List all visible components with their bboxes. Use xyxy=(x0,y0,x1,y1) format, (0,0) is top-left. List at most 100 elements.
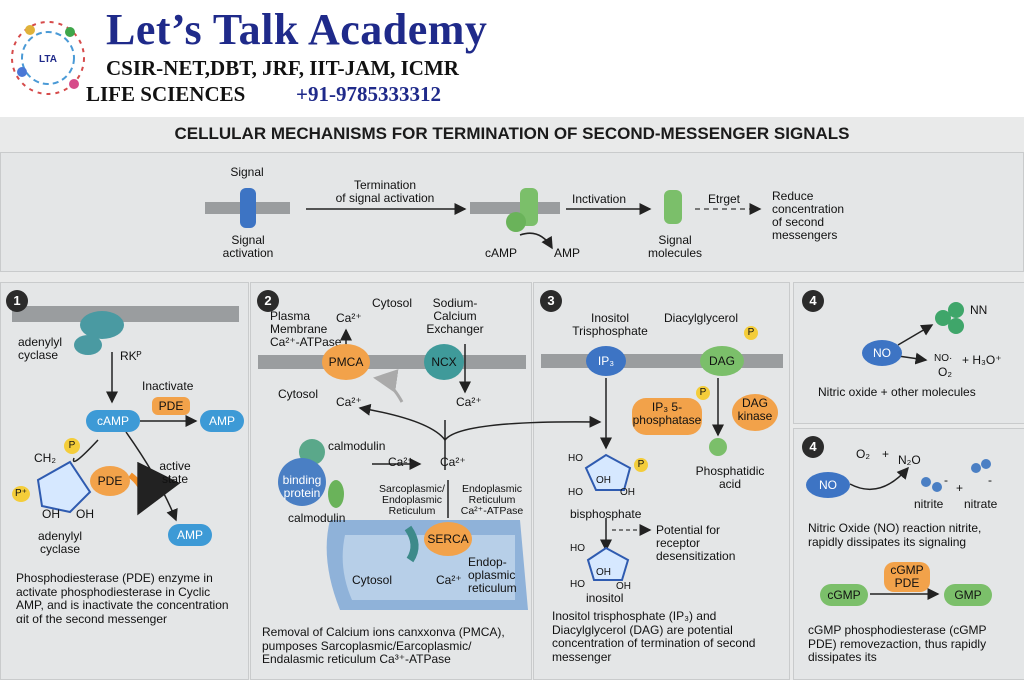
panel-3-oh-5: OH xyxy=(616,581,631,592)
panel-1-description: Phosphodiesterase (PDE) enzyme in activa… xyxy=(16,571,229,626)
main-title: CELLULAR MECHANISMS FOR TERMINATION OF S… xyxy=(174,124,850,143)
panel-3-phosphate-dag-lower: P xyxy=(696,386,710,400)
overview-termination: Termination of signal activation xyxy=(335,178,435,205)
panel-1-number: 1 xyxy=(6,290,28,312)
panel-4b-plus: + xyxy=(882,447,890,461)
panel-2-ca-mid-1: Ca²⁺ xyxy=(388,455,414,469)
panel-2-number: 2 xyxy=(257,290,279,312)
receptor-green-icon xyxy=(520,188,538,226)
panel-1-camp: cAMP xyxy=(86,410,140,432)
panel-1-amp: AMP xyxy=(200,410,244,432)
overview-inctivation: Inctivation xyxy=(572,192,627,206)
panel-3-inositol-trisphosphate: Inositol Trisphosphate xyxy=(572,311,648,338)
overview-camp: cAMP xyxy=(485,246,518,260)
nitrate-icon xyxy=(971,463,981,473)
panel-4a-no: NO xyxy=(862,340,902,366)
overview-etrget: Etrget xyxy=(708,192,741,206)
panel-3-ho-2: HO xyxy=(568,487,583,498)
panel-2-endoplasmic-reticulum: Endop- oplasmic reticulum xyxy=(468,555,517,595)
panel-1-ch2: CH₂ xyxy=(34,451,56,465)
panel-4b-description-2: cGMP phosphodiesterase (cGMP PDE) remove… xyxy=(808,623,987,664)
panel-2-pmca: PMCA xyxy=(322,344,370,380)
panel-4b-description-1: Nitric Oxide (NO) reaction nitrite, rapi… xyxy=(808,521,982,549)
binding-protein-icon xyxy=(278,458,326,506)
panel-3-oh-3: OH xyxy=(620,487,635,498)
panel-3-dag-kinase: DAG kinase xyxy=(732,394,778,431)
panel-2-sodium-calcium: Sodium- Calcium Exchanger xyxy=(426,296,484,336)
svg-text:LTA: LTA xyxy=(39,54,57,65)
panel-2-description: Removal of Calcium ions canxxonva (PMCA)… xyxy=(262,625,505,666)
panel-2-serca: SERCA xyxy=(424,522,472,556)
panel-4a-number: 4 xyxy=(802,290,824,312)
panel-1-inactivate: Inactivate xyxy=(142,379,194,393)
panel-3-phosphate-ring: P xyxy=(634,458,648,472)
panel-3-oh-4: OH xyxy=(596,567,611,578)
panel-2-ca-ncx: Ca²⁺ xyxy=(456,395,482,409)
panel-4b-minus-1: - xyxy=(944,473,948,487)
overview-signal-activation: Signal activation xyxy=(222,233,274,260)
panel-2-endoplasmic: Endoplasmic Reticulum Ca²⁺-ATPase xyxy=(460,483,524,517)
overview-signal: Signal xyxy=(230,165,264,179)
panel-4a-h3o: + H₃O⁺ xyxy=(962,353,1002,367)
panel-2-cytosol-top: Cytosol xyxy=(372,296,413,310)
academy-phone: +91-9785333312 xyxy=(296,82,441,106)
panel-1-rkp: RKᴾ xyxy=(120,349,142,363)
panel-3-potential: Potential for receptor desensitization xyxy=(656,523,736,563)
panel-4a-nn: NN xyxy=(970,303,988,317)
panel-4a-o2: O₂ xyxy=(938,365,952,379)
panel-2-ca-serca: Ca²⁺ xyxy=(436,573,462,587)
panel-4b-gmp: GMP xyxy=(944,584,992,606)
panel-3-number: 3 xyxy=(540,290,562,312)
panel-4a-no-small: NO· xyxy=(934,353,953,364)
academy-title: Let’s Talk Academy xyxy=(106,5,488,54)
panel-2-binding-protein: binding protein xyxy=(282,473,322,500)
panel-4b-plus-2: + xyxy=(956,481,964,495)
panel-1-oh-left: OH xyxy=(42,507,60,521)
nn-molecule-icon xyxy=(935,310,951,326)
panel-4a-caption: Nitric oxide + other molecules xyxy=(818,385,976,399)
panel-4b-n2o: N₂O xyxy=(898,453,921,467)
overview-signal-molecules: Signal molecules xyxy=(647,233,703,260)
panel-2-pmca-label: Plasma Membrane Ca²⁺-ATPase xyxy=(270,309,342,349)
panel-4b-number: 4 xyxy=(802,436,824,458)
panel-1-pde-enzyme: PDE xyxy=(90,466,130,496)
panel-3-inositol: inositol xyxy=(586,591,624,605)
panel-3-ho-3: HO xyxy=(570,543,585,554)
panel-2-ca-pmca: Ca²⁺ xyxy=(336,311,362,325)
panel-2-calmodulin-bottom: calmodulin xyxy=(288,511,346,525)
panel-4b-cgmp-pde: cGMP PDE xyxy=(884,562,930,592)
panel-1-phosphate: P xyxy=(64,438,80,454)
panel-4b-nitrite: nitrite xyxy=(914,497,944,511)
panel-2-ncx: NCX xyxy=(424,344,464,380)
panel-4b-o2: O₂ xyxy=(856,447,870,461)
panel-3-phosphatidic-acid: Phosphatidic acid xyxy=(695,464,765,491)
panel-2-cytosol-left: Cytosol xyxy=(278,387,319,401)
panel-3-ho-4: HO xyxy=(570,579,585,590)
panel-1-adenylyl-cyclase: adenylyl cyclase xyxy=(18,335,63,362)
panel-1-amp-bottom: AMP xyxy=(168,524,212,546)
receptor-icon xyxy=(240,188,256,228)
inositol-ring-icon xyxy=(584,453,632,491)
panel-3-diacylglycerol: Diacylglycerol xyxy=(664,311,739,325)
panel-2-ca-below-pmca: Ca²⁺ xyxy=(336,395,362,409)
panel-4b-minus-2: - xyxy=(988,473,992,487)
panel-3-ho-1: HO xyxy=(568,453,583,464)
ribose-ring-icon xyxy=(36,460,92,514)
panel-3-bisphosphate: bisphosphate xyxy=(570,507,642,521)
academy-logo: LTA xyxy=(11,21,85,95)
panel-1-pde-top: PDE xyxy=(152,397,190,415)
panel-3-description: Inositol trisphosphate (IP₃) and Diacylg… xyxy=(552,609,756,664)
panel-2-calmodulin: calmodulin xyxy=(328,439,386,453)
panel-3-dag: DAG xyxy=(700,346,744,376)
panel-3-oh-ring: OH xyxy=(596,475,611,486)
signal-molecule-icon xyxy=(664,190,682,224)
academy-subtitle: CSIR-NET,DBT, JRF, IIT-JAM, ICMR xyxy=(106,56,459,80)
panel-4b-nitrate: nitrate xyxy=(964,497,998,511)
panel-3-ip3-phosphatase: IP₃ 5- phosphatase xyxy=(632,398,702,435)
panel-1-adenylyl-cyclase-bottom: adenylyl cyclase xyxy=(37,529,83,556)
panel-3 xyxy=(533,282,790,680)
panel-1-oh-right: OH xyxy=(76,507,94,521)
panel-2-cytosol-er: Cytosol xyxy=(352,573,393,587)
panel-1-active-state: active state xyxy=(159,459,191,486)
